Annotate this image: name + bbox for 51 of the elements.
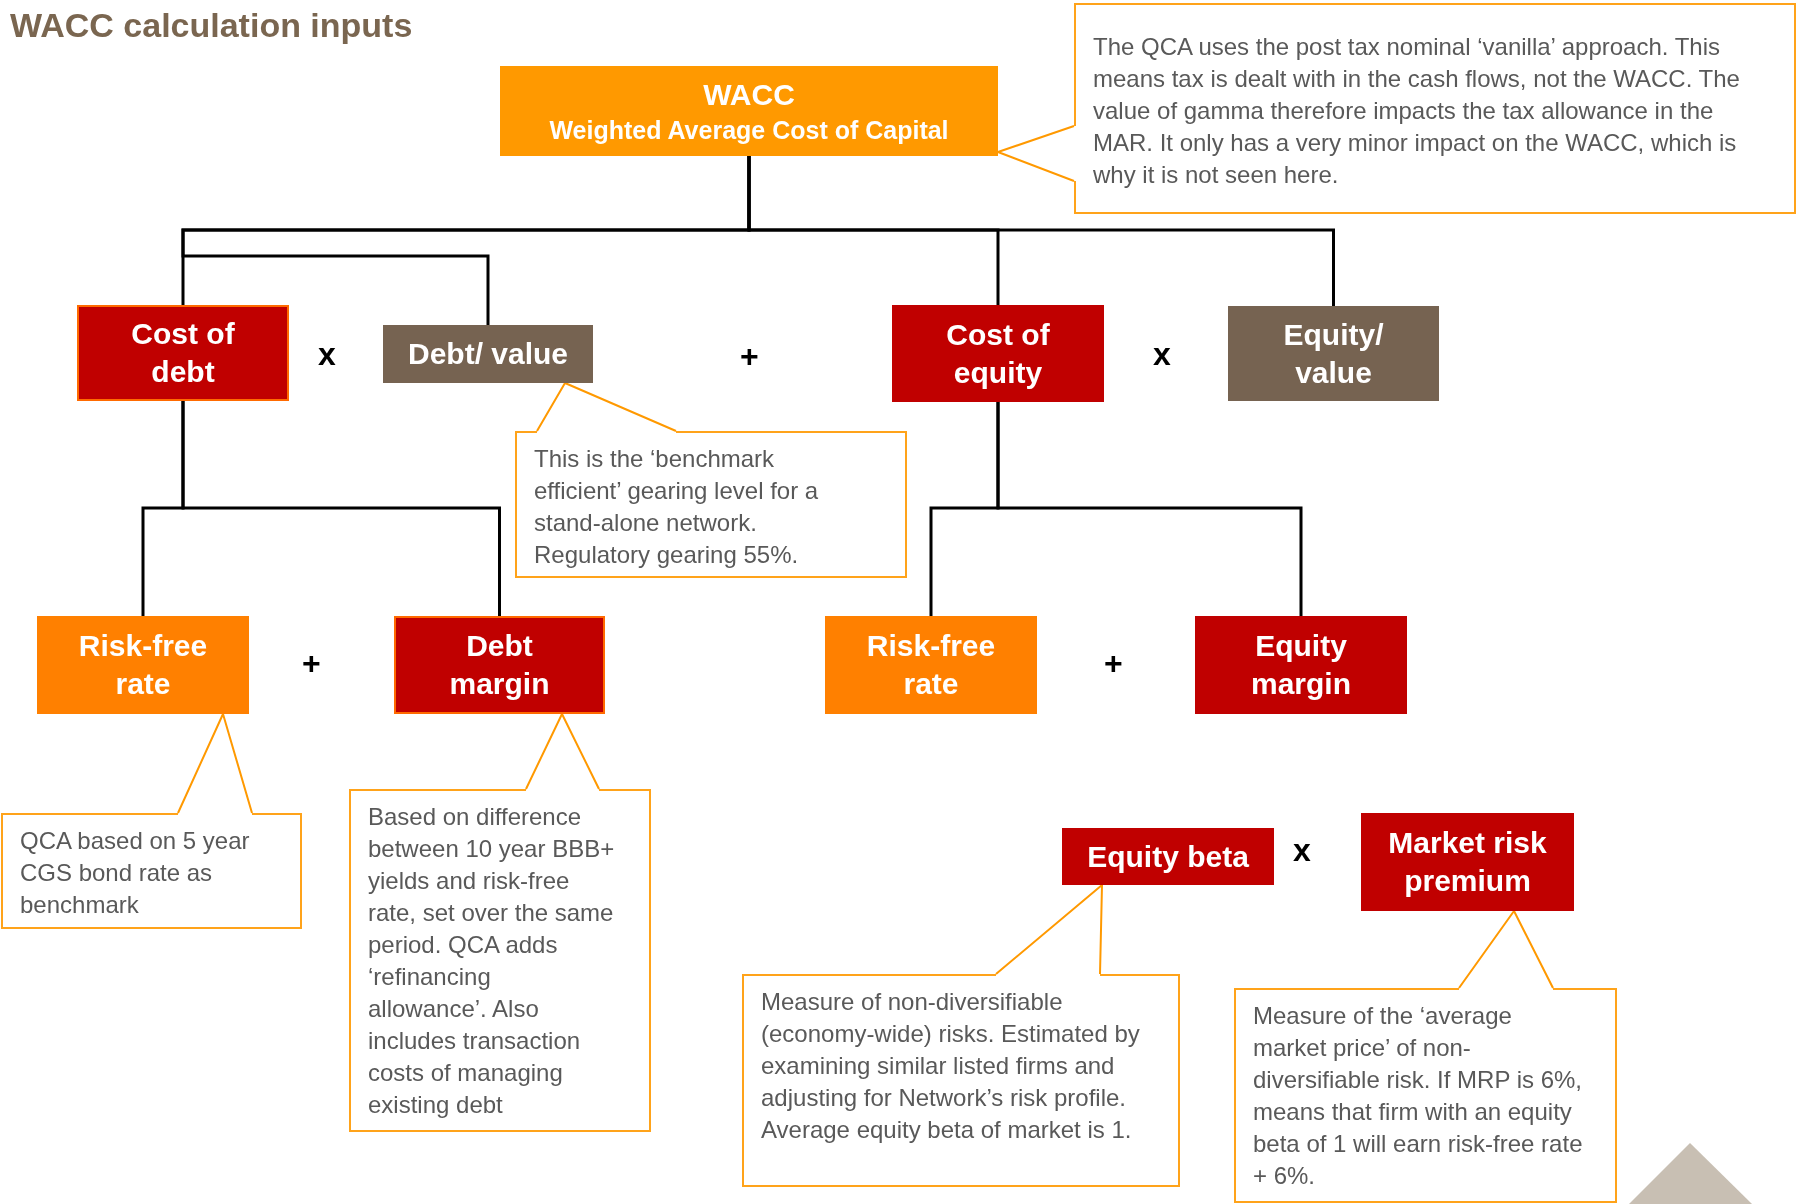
page-title: WACC calculation inputs xyxy=(10,6,413,45)
term-label: Equity/ value xyxy=(1282,316,1385,391)
term-label: Equity margin xyxy=(1250,628,1352,702)
callout-box xyxy=(742,974,1180,1187)
term-box xyxy=(77,305,289,401)
term-label: WACC xyxy=(703,77,795,113)
term-box xyxy=(1062,828,1274,885)
operator-symbol: x xyxy=(318,338,336,370)
connector-line xyxy=(181,401,501,616)
term-label: Risk-free rate xyxy=(77,628,209,702)
operator-symbol: x xyxy=(1293,834,1311,866)
callout-text: Measure of the ‘average market price’ of non-diversifiable risk. If MRP is 6%, means that firm with an equity beta of 1 will earn risk-free rate + 6%. xyxy=(1253,1001,1583,1191)
callout-text: Based on difference between 10 year BBB+ yields and risk-free rate, set over the same period. QCA adds ‘refinancing allowance’. Also includes transaction costs of managing existing debt xyxy=(368,802,616,1120)
term-label: Cost of debt xyxy=(130,316,236,390)
term-label: Risk-free rate xyxy=(865,628,997,702)
callout-text: QCA based on 5 year CGS bond rate as benchmark xyxy=(20,826,251,920)
term-box xyxy=(1195,616,1407,714)
callout-box xyxy=(1074,3,1796,214)
callout-pointer xyxy=(997,125,1075,182)
term-label: Market risk premium xyxy=(1387,825,1548,899)
term-box xyxy=(892,305,1104,402)
term-box xyxy=(394,616,605,714)
term-label: Debt/ value xyxy=(407,336,569,372)
term-box xyxy=(1361,813,1574,911)
term-label: Equity beta xyxy=(1087,838,1249,875)
term-label: Debt margin xyxy=(448,628,551,702)
operator-symbol: x xyxy=(1153,338,1171,370)
connector-line xyxy=(747,156,1335,306)
term-box xyxy=(1228,306,1439,401)
connector-line xyxy=(996,402,1303,616)
operator-symbol: + xyxy=(1104,647,1123,679)
callout-text: This is the ‘benchmark efficient’ gearing level for a stand-alone network. Regulatory gearing 55%. xyxy=(534,444,820,570)
term-box xyxy=(825,616,1037,714)
callout-box xyxy=(1234,988,1617,1203)
term-box xyxy=(37,616,249,714)
callout-pointer xyxy=(995,884,1103,975)
callout-pointer xyxy=(525,713,600,790)
callout-pointer xyxy=(177,713,253,814)
callout-pointer xyxy=(1458,910,1554,989)
operator-symbol: + xyxy=(302,647,321,679)
term-subtitle: Weighted Average Cost of Capital xyxy=(549,115,949,146)
callout-box xyxy=(515,431,907,578)
callout-pointer xyxy=(536,382,677,432)
term-box xyxy=(383,325,593,383)
operator-symbol: + xyxy=(740,340,759,372)
callout-box xyxy=(349,789,651,1132)
term-box xyxy=(500,66,998,156)
term-label: Cost of equity xyxy=(945,316,1051,391)
callout-text: Measure of non-diversifiable (economy-wide) risks. Estimated by examining similar listed firms and adjusting for Network’s risk profile. Average equity beta of market is 1. xyxy=(761,987,1141,1145)
callout-text: The QCA uses the post tax nominal ‘vanilla’ approach. This means tax is dealt with in the cash flows, not the WACC. The value of gamma therefore impacts the tax allowance in the MAR. It only has a very minor impact on the WACC, which is why it is not seen here. xyxy=(1093,32,1741,190)
callout-box xyxy=(1,813,302,929)
